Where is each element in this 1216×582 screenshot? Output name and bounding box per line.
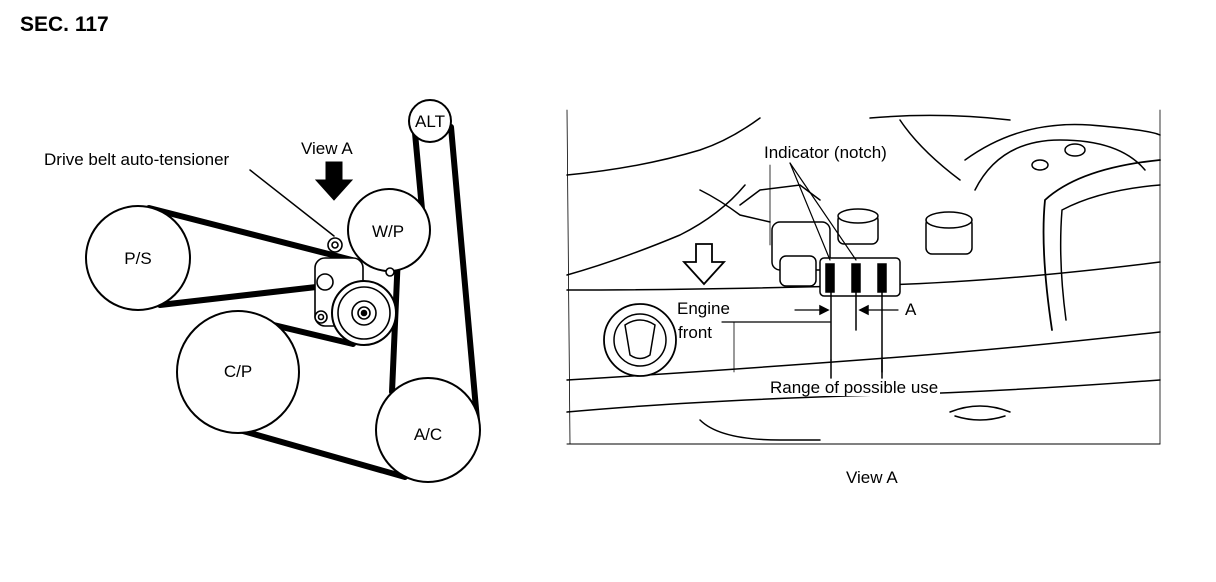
dimension-a-label: A — [905, 300, 917, 319]
cp-label: C/P — [223, 362, 253, 381]
view-a-arrow-icon — [314, 161, 354, 201]
view-a-detail — [566, 109, 1161, 445]
indicator-label: Indicator (notch) — [764, 143, 887, 162]
engine-front-arrow-icon — [681, 243, 727, 286]
belt-routing-figure — [85, 99, 481, 483]
tensioner-label: Drive belt auto-tensioner — [44, 150, 230, 169]
alt-label: ALT — [415, 112, 445, 131]
view-a-label: View A — [301, 139, 353, 158]
ac-label: A/C — [413, 425, 443, 444]
cp-pulley — [176, 310, 300, 434]
alt-pulley — [408, 99, 452, 143]
section-number: SEC. 117 — [20, 13, 109, 36]
ps-label: P/S — [124, 249, 152, 268]
range-label: Range of possible use — [768, 378, 941, 397]
wp-label: W/P — [371, 222, 405, 241]
tensioner-leader-line — [249, 169, 335, 237]
auto-tensioner — [314, 237, 397, 346]
engine-front-label-line1: Engine — [677, 299, 730, 318]
ps-pulley — [85, 205, 191, 311]
engine-front-label-line2: front — [678, 323, 713, 342]
view-a-caption: View A — [846, 468, 898, 487]
ac-pulley — [375, 377, 481, 483]
